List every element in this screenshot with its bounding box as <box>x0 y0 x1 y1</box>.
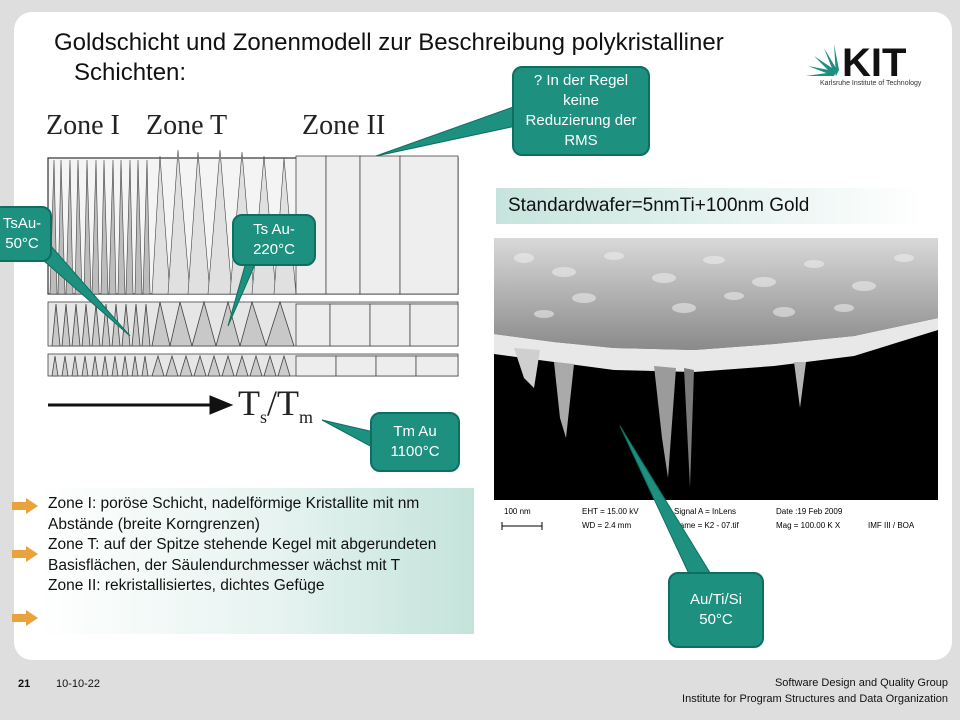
axis-sep: /T <box>267 383 300 423</box>
footer-line-1: Software Design and Quality Group <box>774 677 948 689</box>
pointer-rms <box>375 105 517 157</box>
sem-lab: IMF III / BOA <box>868 521 915 530</box>
zone-t-label: Zone T <box>146 110 228 141</box>
kit-logo-text: KIT <box>842 41 906 85</box>
bullet-arrow-icon <box>12 546 38 562</box>
axis-m: m <box>299 407 314 428</box>
sem-image: 100 nm EHT = 15.00 kV WD = 2.4 mm Signal… <box>494 238 938 538</box>
sem-wd: WD = 2.4 mm <box>582 521 631 530</box>
callout-au-ti-si: Au/Ti/Si 50°C <box>668 572 764 648</box>
ts-tm-axis-label: Ts/Tm <box>238 382 313 428</box>
bullet-arrow-icon <box>12 610 38 626</box>
zone-description-box: Zone I: poröse Schicht, nadelförmige Kri… <box>38 488 474 634</box>
footer-institution: Software Design and Quality Group Instit… <box>682 675 948 707</box>
sem-signal: Signal A = InLens <box>674 507 736 516</box>
axis-t: T <box>238 383 260 423</box>
kit-logo: KIT <box>806 41 906 85</box>
callout-tsau-220: Ts Au- 220°C <box>232 214 316 266</box>
zone-panel-top <box>47 149 459 295</box>
sem-eht: EHT = 15.00 kV <box>582 507 639 516</box>
axis-s: s <box>260 407 268 428</box>
sem-mag: Mag = 100.00 K X <box>776 521 841 530</box>
zone-2-label: Zone II <box>302 110 386 141</box>
bullet-arrow-icon <box>12 498 38 514</box>
callout-tmau: Tm Au 1100°C <box>370 412 460 472</box>
sem-name: Name = K2 - 07.tif <box>674 521 739 530</box>
zone-1-description: Zone I: poröse Schicht, nadelförmige Kri… <box>48 495 420 533</box>
kit-subtitle: Karlsruhe Institute of Technology <box>820 80 922 87</box>
footer-line-2: Institute for Program Structures and Dat… <box>682 693 948 705</box>
pointer-tmau <box>321 419 375 449</box>
title-line-2: Schichten: <box>74 59 187 86</box>
pointer-auti <box>619 425 713 577</box>
sem-scale: 100 nm <box>504 507 531 516</box>
standard-wafer-label: Standardwafer=5nmTi+100nm Gold <box>496 188 924 224</box>
title-line-1: Goldschicht und Zonenmodell zur Beschrei… <box>54 29 724 56</box>
slide-title: Goldschicht und Zonenmodell zur Beschrei… <box>54 28 824 88</box>
axis-arrow <box>48 395 234 415</box>
callout-rms: ? In der Regel keine Reduzierung der RMS <box>512 66 650 156</box>
page-number: 21 <box>18 678 31 690</box>
zone-panel-bottom <box>47 353 459 377</box>
zone-panel-middle <box>47 300 459 347</box>
callout-tsau-50: TsAu- 50°C <box>0 206 52 262</box>
footer-date: 10-10-22 <box>56 678 101 690</box>
sem-date: Date :19 Feb 2009 <box>776 507 843 516</box>
zone-t-description: Zone T: auf der Spitze stehende Kegel mi… <box>48 536 437 574</box>
zone-1-label: Zone I <box>46 110 120 141</box>
pointer-tsau220 <box>227 261 257 327</box>
zone-2-description: Zone II: rekristallisiertes, dichtes Gef… <box>48 577 325 594</box>
